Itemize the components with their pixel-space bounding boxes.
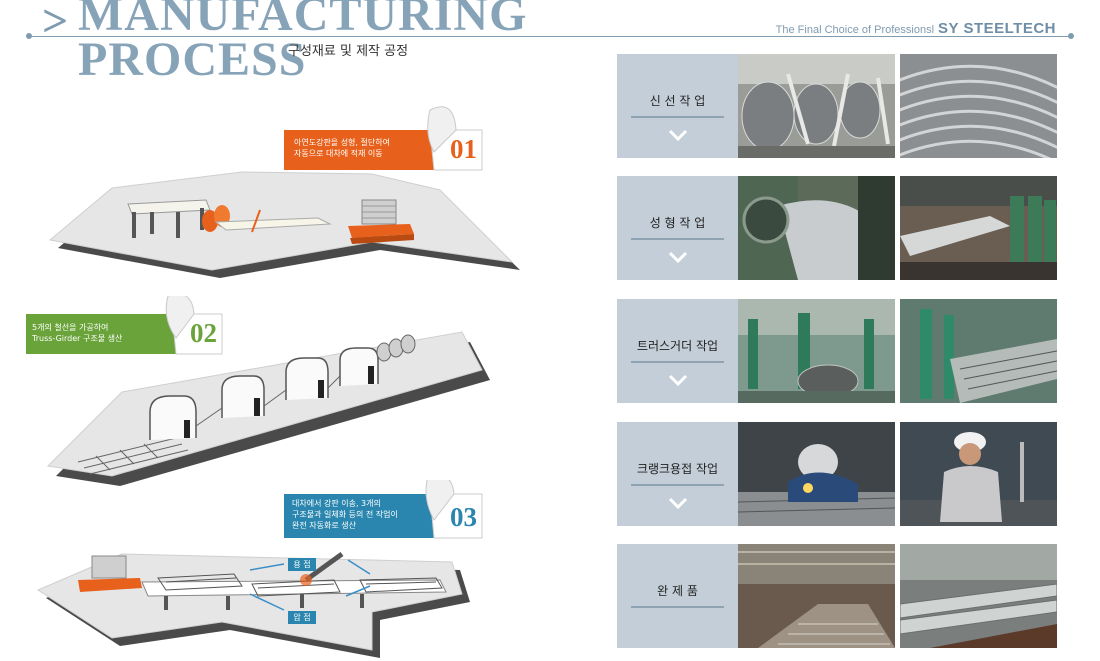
chevron-down-icon[interactable] [667, 369, 689, 391]
photo-truss-factory [738, 299, 895, 403]
label-underline [631, 606, 724, 608]
step1-caption: 아연도강판을 성형, 절단하여 자동으로 대차에 적재 이동 [294, 137, 390, 159]
step2-diagram [46, 331, 490, 486]
photo-inspector [900, 422, 1057, 526]
process-label: 신 선 작 업 [649, 94, 706, 108]
label-underline [631, 361, 724, 363]
label-underline [631, 484, 724, 486]
process-label-box: 트러스거더 작업 [617, 299, 738, 403]
step3-number: 03 [450, 502, 477, 532]
step3-caption-line2: 구조물과 일체화 등의 전 작업이 [292, 510, 398, 519]
process-label: 완 제 품 [657, 584, 698, 598]
page-title-line2: PROCESS [78, 33, 307, 86]
process-label-box: 크랭크용접 작업 [617, 422, 738, 526]
process-row-truss-girder: 트러스거더 작업 [617, 299, 1057, 403]
process-label: 트러스거더 작업 [636, 339, 719, 353]
press-label: 압 접 [288, 611, 316, 624]
process-row-wire-drawing: 신 선 작 업 [617, 54, 1057, 158]
chevron-down-icon[interactable] [667, 124, 689, 146]
label-underline [631, 116, 724, 118]
photo-welder [738, 422, 895, 526]
page-title-line1: MANUFACTURING [78, 0, 528, 41]
step3-callout: 대차에서 강판 이송, 3개의 구조물과 일체화 등의 전 작업이 완전 자동화… [284, 480, 484, 550]
header-rule [28, 36, 1072, 37]
process-label-box: 성 형 작 업 [617, 176, 738, 280]
step1-callout: 아연도강판을 성형, 절단하여 자동으로 대차에 적재 이동 01 [284, 104, 484, 172]
step1-caption-line2: 자동으로 대차에 적재 이동 [294, 149, 383, 158]
rule-dot-right [1068, 33, 1074, 39]
step3-diagram [36, 551, 470, 658]
photo-wire-coil-closeup [900, 54, 1057, 158]
weld-label: 용 접 [288, 558, 316, 571]
photo-forming-line [900, 176, 1057, 280]
process-label-box: 완 제 품 [617, 544, 738, 648]
chevron-down-icon[interactable] [667, 246, 689, 268]
step3-caption-line3: 완전 자동화로 생산 [292, 521, 356, 530]
photo-truss-line [900, 299, 1057, 403]
step1-diagram [48, 171, 520, 278]
process-label: 성 형 작 업 [649, 216, 706, 230]
chevron-down-icon[interactable] [667, 492, 689, 514]
process-row-crank-welding: 크랭크용접 작업 [617, 422, 1057, 526]
step1-number: 01 [450, 134, 477, 164]
step3-caption: 대차에서 강판 이송, 3개의 구조물과 일체화 등의 전 작업이 완전 자동화… [292, 498, 398, 531]
process-row-forming: 성 형 작 업 [617, 176, 1057, 280]
process-label: 크랭크용접 작업 [636, 462, 719, 476]
step2-callout: 5개의 철선을 가공하여 Truss-Girder 구조물 생산 02 [26, 296, 226, 364]
step1-caption-line1: 아연도강판을 성형, 절단하여 [294, 138, 390, 147]
page-subtitle: 구성재료 및 제작 공정 [288, 44, 409, 59]
label-underline [631, 238, 724, 240]
process-row-finished-product: 완 제 품 [617, 544, 1057, 648]
process-label-box: 신 선 작 업 [617, 54, 738, 158]
step2-caption-line2: Truss-Girder 구조물 생산 [32, 334, 123, 343]
brand-name: SY STEELTECH [938, 20, 1056, 37]
rule-dot-left [26, 33, 32, 39]
step2-caption: 5개의 철선을 가공하여 Truss-Girder 구조물 생산 [32, 322, 122, 344]
tagline: The Final Choice of Professionsl [775, 24, 935, 36]
step3-caption-line1: 대차에서 강판 이송, 3개의 [292, 499, 381, 508]
step2-number: 02 [190, 318, 217, 348]
photo-forming-sheet-roll [738, 176, 895, 280]
photo-warehouse [738, 544, 895, 648]
header-arrow: > [42, 0, 69, 46]
photo-wire-coil-racks [738, 54, 895, 158]
step2-caption-line1: 5개의 철선을 가공하여 [32, 323, 109, 332]
photo-finished-stack [900, 544, 1057, 648]
